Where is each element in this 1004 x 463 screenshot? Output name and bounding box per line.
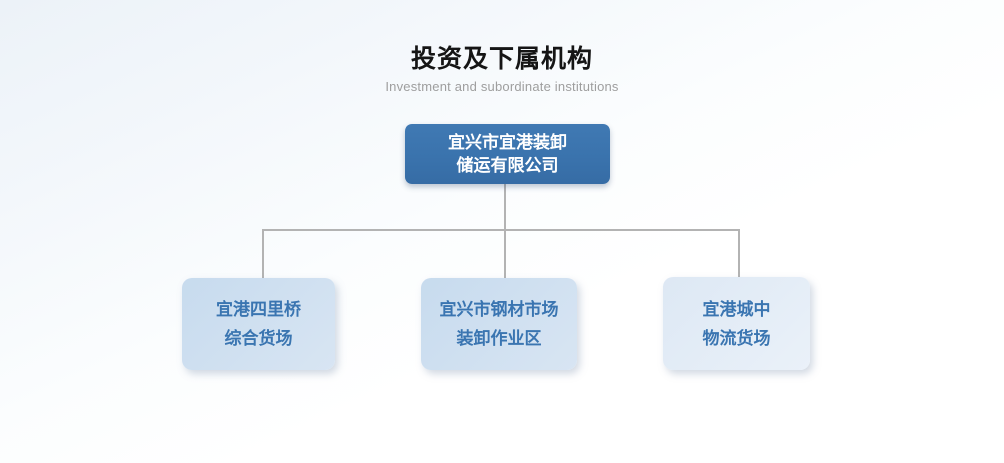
- org-node-root-line1: 宜兴市宜港装卸: [448, 133, 567, 152]
- org-node-root: 宜兴市宜港装卸 储运有限公司: [405, 124, 610, 184]
- page-title: 投资及下属机构: [410, 45, 593, 73]
- connector-stem: [504, 184, 506, 231]
- org-node-child-2-line1: 宜兴市钢材市场: [439, 300, 559, 319]
- org-node-child-3-line2: 物流货场: [702, 328, 771, 348]
- page-header: 投资及下属机构 Investment and subordinate insti…: [0, 44, 1004, 95]
- connector-drop-right: [738, 229, 740, 277]
- page-subtitle: Investment and subordinate institutions: [385, 79, 619, 94]
- org-node-child-1-line2: 综合货场: [224, 329, 293, 348]
- org-node-root-line2: 储运有限公司: [456, 156, 559, 175]
- connector-drop-left: [262, 229, 264, 278]
- connector-rail: [262, 229, 740, 231]
- org-node-child-2-line2: 装卸作业区: [456, 329, 542, 348]
- org-node-child-3-line1: 宜港城中: [702, 299, 771, 319]
- org-node-child-2: 宜兴市钢材市场 装卸作业区: [421, 278, 577, 370]
- org-node-child-1-line1: 宜港四里桥: [216, 300, 301, 319]
- org-node-child-1: 宜港四里桥 综合货场: [182, 278, 335, 370]
- connector-drop-middle: [504, 229, 506, 278]
- org-node-child-3: 宜港城中 物流货场: [663, 277, 810, 370]
